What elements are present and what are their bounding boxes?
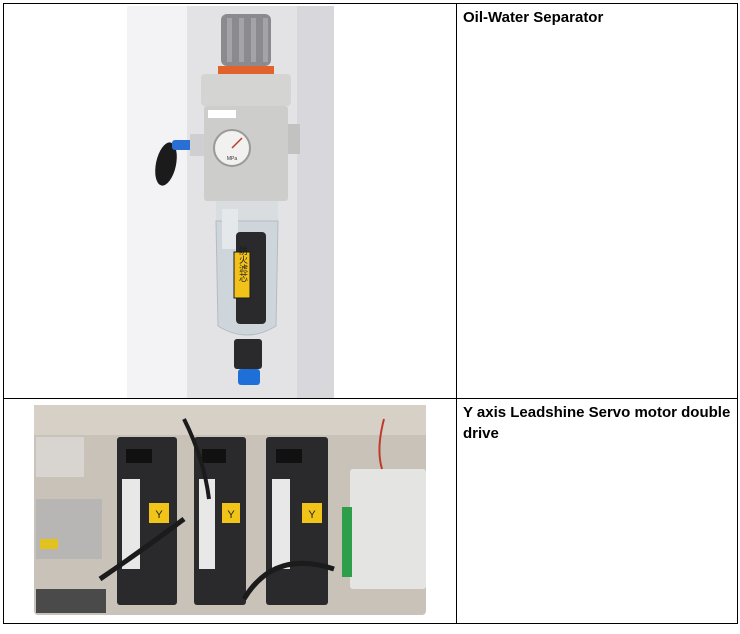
image-cell: MPa 防火滤芯 [3,3,457,399]
gauge-unit-label: MPa [227,156,238,162]
drive-axis-mark: Y [227,509,235,521]
item-title: Y axis Leadshine Servo motor double driv… [463,404,731,442]
oil-water-separator-photo: MPa 防火滤芯 [127,6,334,398]
description-cell: Y axis Leadshine Servo motor double driv… [456,398,738,624]
servo-drive-photo: Y Y Y [34,405,426,615]
table-row: MPa 防火滤芯 Oil-Water Separator [3,3,738,399]
filter-tag-label: 防火滤芯 [237,245,248,282]
image-cell: Y Y Y [3,398,457,624]
description-cell: Oil-Water Separator [456,3,738,399]
item-title: Oil-Water Separator [463,9,604,26]
drive-axis-mark: Y [155,509,163,521]
table-row: Y Y Y [3,398,738,624]
spec-table: MPa 防火滤芯 Oil-Water Separator [3,3,738,624]
drive-axis-mark: Y [308,509,316,521]
